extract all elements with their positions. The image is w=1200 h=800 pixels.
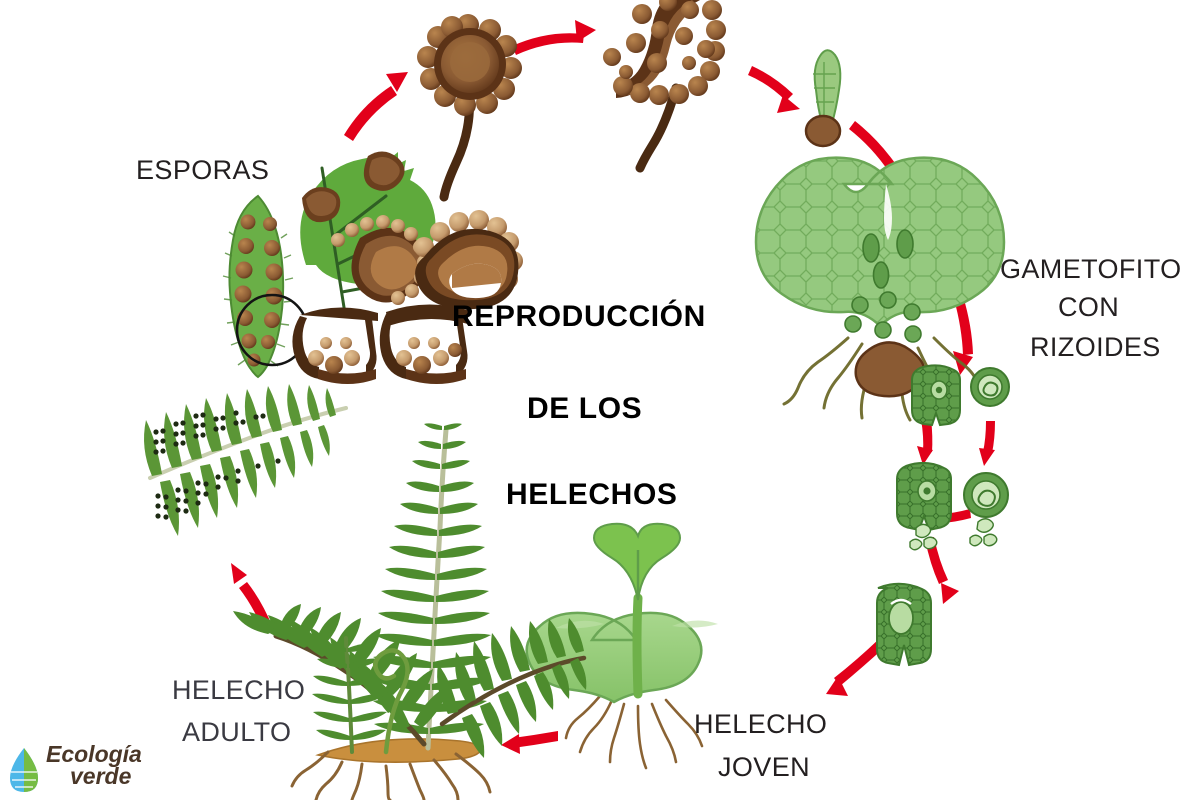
label-helecho-adulto-line2: ADULTO — [182, 717, 292, 747]
antheridia — [844, 291, 922, 343]
label-helecho-adulto-line1: HELECHO — [172, 675, 306, 705]
rhizome-and-roots — [290, 738, 492, 800]
cycle-arrows — [231, 20, 995, 754]
arrow-esporas-to-sporangium — [344, 72, 408, 141]
frond-small-left — [312, 636, 387, 754]
label-gametofito-line3: RIZOIDES — [1030, 332, 1161, 362]
stage-sporangia-pinna — [222, 194, 309, 379]
logo-word-ecologia: Ecología — [46, 741, 142, 767]
arrow-young-to-adult — [501, 731, 558, 754]
stage-gametes-upper — [911, 364, 1010, 427]
stage-zygote-embryo — [876, 582, 932, 667]
stage-gametes-lower — [896, 462, 1009, 551]
antheridium-upper — [970, 367, 1010, 407]
stage-gametophyte — [754, 156, 1006, 422]
title-line-1: REPRODUCCIÓN — [452, 300, 706, 333]
arrow-zygote-to-young-fern — [826, 638, 887, 696]
arrow-burst-to-germinating — [748, 66, 800, 113]
arrow-archegonium-down — [917, 418, 933, 465]
ecologia-verde-logo[interactable]: Ecología verde — [6, 741, 166, 796]
archegonium-upper — [911, 364, 961, 427]
title-line-3: HELECHOS — [506, 478, 678, 511]
archegonium-lower — [896, 462, 952, 551]
antheridium-lower — [963, 472, 1009, 547]
sori-dots — [153, 410, 281, 520]
stage-sporangium-closed — [417, 14, 522, 202]
label-gametofito-line2: CON — [1058, 292, 1120, 322]
stage-sporangium-split — [292, 304, 468, 384]
frond-fertile-detached — [144, 384, 348, 536]
released-spores — [603, 0, 715, 79]
frond-left-arch — [233, 604, 448, 747]
title-line-2: DE LOS — [527, 392, 643, 425]
label-gametofito-line1: GAMETOFITO — [1000, 254, 1182, 284]
leaf-drop-icon — [10, 748, 38, 792]
arrow-sporangium-to-burst — [512, 20, 596, 55]
stage-sorus-crosssection — [414, 210, 523, 310]
fiddlehead — [373, 648, 410, 755]
arrow-antheridium-down — [979, 421, 995, 466]
stage-leaf-surface-zoom — [300, 151, 436, 322]
label-esporas: ESPORAS — [136, 155, 270, 185]
stage-sporangium-bursting — [603, 0, 726, 173]
label-helecho-joven-line2: JOVEN — [718, 752, 811, 782]
logo-word-verde: verde — [70, 763, 132, 789]
archegonia — [862, 229, 914, 289]
label-helecho-joven-line1: HELECHO — [694, 709, 828, 739]
stage-adult-fern — [144, 384, 587, 800]
stage-germinating-spore — [804, 49, 842, 148]
frond-right-lower — [437, 618, 587, 758]
